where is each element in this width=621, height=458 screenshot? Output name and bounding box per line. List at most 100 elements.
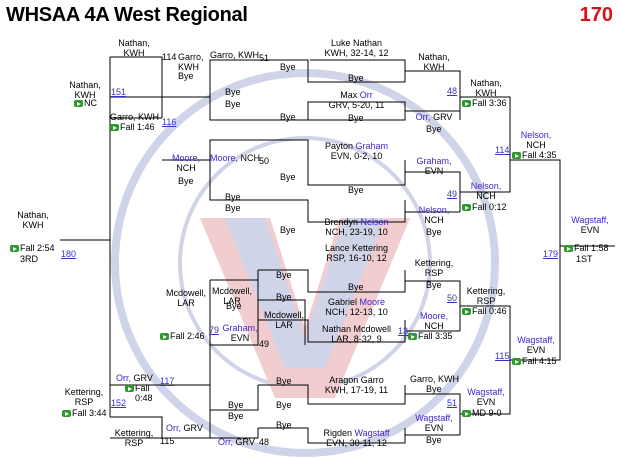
result-md-90: MD 9-0	[462, 408, 502, 418]
result-fall-415: Fall 4:15	[512, 356, 557, 366]
competitor-graham-r2: Graham,EVN	[218, 323, 262, 343]
bye-label: Bye	[280, 62, 296, 72]
video-icon[interactable]	[462, 308, 471, 316]
bye-label: Bye	[426, 435, 442, 445]
name-text: Nathan,	[118, 38, 150, 48]
result-text: Fall 4:15	[522, 356, 557, 366]
name-text: Graham,	[222, 323, 258, 333]
video-icon[interactable]	[462, 410, 471, 418]
video-icon[interactable]	[512, 152, 521, 160]
bye-label: Bye	[225, 203, 241, 213]
name-text: Kettering,	[466, 286, 506, 296]
competitor-nelson: Nelson,NCH	[412, 205, 456, 225]
bout-49-link[interactable]: 49	[447, 189, 458, 199]
bout-180-link[interactable]: 180	[61, 249, 77, 259]
result-fall-344: Fall 3:44	[62, 408, 107, 418]
team-text: GRV	[235, 437, 255, 447]
name-text: Kettering,	[114, 428, 154, 438]
name-accent: Graham	[355, 141, 389, 151]
bout-179-link[interactable]: 179	[543, 249, 559, 259]
result-fall-335: Fall 3:35	[408, 331, 453, 341]
competitor-nathan-top: Nathan,KWH	[112, 38, 156, 58]
bout-48-link[interactable]: 48	[447, 86, 458, 96]
video-icon[interactable]	[512, 358, 521, 366]
competitor-nathan-r3: Nathan,KWH	[412, 52, 456, 72]
bout-51-link[interactable]: 51	[447, 398, 458, 408]
info-text: GRV, 5-20, 11	[328, 100, 385, 110]
video-icon[interactable]	[74, 100, 83, 108]
result-fall-046: Fall 0:46	[462, 306, 507, 316]
name-text: Brendyn	[324, 217, 358, 227]
info-text: NCH, 12-13, 10	[325, 307, 388, 317]
bye-label: Bye	[426, 384, 442, 394]
name-text: Payton	[324, 141, 353, 151]
bout-151-link[interactable]: 151	[111, 87, 127, 97]
bout-116-link[interactable]: 116	[162, 117, 177, 127]
video-icon[interactable]	[462, 100, 471, 108]
bout-79-link[interactable]: 79	[209, 325, 220, 335]
name-text: Lance Kettering	[324, 243, 389, 253]
video-icon[interactable]	[408, 333, 417, 341]
result-fall-012: Fall 0:12	[462, 202, 507, 212]
result-fall-336: Fall 3:36	[462, 98, 507, 108]
bout-152-link[interactable]: 152	[111, 398, 127, 408]
result-text: Fall 3:44	[72, 408, 107, 418]
video-icon[interactable]	[125, 385, 134, 393]
name-text: Luke Nathan	[330, 38, 383, 48]
number-115: 115	[160, 436, 175, 446]
video-icon[interactable]	[110, 124, 119, 132]
name-text: Aragon Garro	[329, 375, 384, 385]
team-text: NCH	[240, 153, 261, 163]
bout-115-link[interactable]: 115	[495, 351, 510, 361]
video-icon[interactable]	[462, 204, 471, 212]
competitor-nathan-r4: Nathan,KWH	[464, 78, 508, 98]
name-text: Kettering,	[64, 387, 104, 397]
name-accent: Nelson	[360, 217, 389, 227]
competitor-garro-r2: Garro,KWH	[178, 52, 204, 72]
video-icon[interactable]	[160, 333, 169, 341]
winner-team-text: KWH	[22, 220, 44, 230]
bout-117-link[interactable]: 117	[160, 376, 175, 386]
video-icon[interactable]	[564, 245, 573, 253]
competitor-orr-r2: Orr, GRV	[166, 423, 203, 433]
winner-name-text: Nathan,	[17, 210, 49, 220]
result-fall-158: Fall 1:58	[564, 243, 609, 253]
competitor-garro: Garro, KWH	[110, 112, 160, 122]
competitor-moore-r3: Moore, NCH	[210, 153, 260, 163]
result-text: Fall 2:46	[170, 331, 205, 341]
team-text: EVN	[424, 166, 444, 176]
name-accent: Moore	[359, 297, 386, 307]
result-text: Fall 0:46	[472, 306, 507, 316]
team-text: LAR	[223, 296, 241, 306]
bye-label: Bye	[228, 400, 244, 410]
name-text: Gabriel	[327, 297, 357, 307]
competitor-mcdowell-top: Mcdowell,LAR	[210, 286, 254, 306]
name-text: Nathan,	[418, 52, 450, 62]
page-title: WHSAA 4A West Regional	[6, 4, 248, 26]
result-fall-246: Fall 2:46	[160, 331, 205, 341]
bye-label: Bye	[280, 172, 296, 182]
team-text: EVN	[230, 333, 250, 343]
team-text: KWH	[423, 62, 445, 72]
team-text: KWH	[123, 48, 145, 58]
video-icon[interactable]	[62, 410, 71, 418]
bout-50-link[interactable]: 50	[447, 293, 458, 303]
competitor-garro-r3b: Garro, KWH	[410, 374, 460, 384]
team-text: RSP	[424, 268, 444, 278]
bout-13-link[interactable]: 13	[398, 326, 409, 336]
bout-114-link[interactable]: 114	[495, 145, 510, 155]
name-text: Mcdowell,	[165, 288, 206, 298]
bye-label: Bye	[178, 71, 194, 81]
info-text: KWH, 17-19, 11	[324, 385, 389, 395]
result-text: Fall 1:46	[120, 122, 155, 132]
bye-label: Bye	[228, 411, 244, 421]
result-text: Fall 4:35	[522, 150, 557, 160]
video-icon[interactable]	[10, 245, 19, 253]
result-text: Fall 3:36	[472, 98, 507, 108]
